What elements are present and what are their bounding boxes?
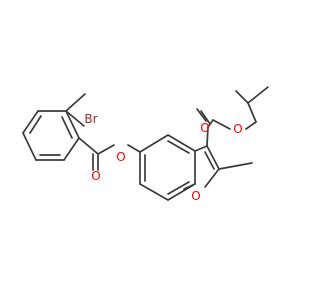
bond: [183, 183, 196, 190]
atom-labels: Br O O O O O: [84, 112, 242, 203]
atom-bromine: Br: [84, 112, 97, 126]
bond: [206, 145, 220, 170]
bond: [235, 90, 249, 104]
bond-double-inner: [29, 115, 42, 134]
atom-oxygen-ester-right: O: [233, 122, 242, 136]
bond: [196, 108, 207, 122]
bond: [65, 110, 80, 139]
bond: [65, 110, 85, 127]
bond: [97, 144, 115, 155]
bond-double-inner: [167, 181, 190, 195]
atom-oxygen-carbonyl-left: O: [91, 169, 100, 183]
bond-double-inner: [61, 116, 73, 139]
bond: [139, 183, 169, 201]
bond: [127, 144, 141, 153]
bond: [247, 86, 269, 104]
bond: [206, 126, 209, 147]
bond: [78, 137, 99, 155]
bond: [65, 93, 86, 112]
molecule-diagram: Br O O O O O: [22, 86, 269, 203]
bond: [218, 162, 253, 170]
bond: [194, 145, 208, 152]
atom-oxygen-ester-left: O: [116, 150, 125, 164]
bond: [22, 132, 37, 161]
atom-oxygen-carbonyl-right: O: [200, 121, 209, 135]
bond-double-inner: [204, 151, 215, 170]
bond: [247, 102, 257, 123]
bond-double-inner: [167, 140, 190, 154]
bond: [22, 110, 39, 134]
bond: [167, 134, 196, 152]
bond: [139, 134, 169, 153]
bond: [200, 110, 211, 125]
bond: [63, 137, 80, 161]
bond: [245, 121, 257, 130]
bond-lines: [22, 86, 269, 201]
atom-oxygen-furan: O: [191, 189, 200, 203]
bond: [212, 119, 231, 130]
bond: [204, 168, 220, 188]
